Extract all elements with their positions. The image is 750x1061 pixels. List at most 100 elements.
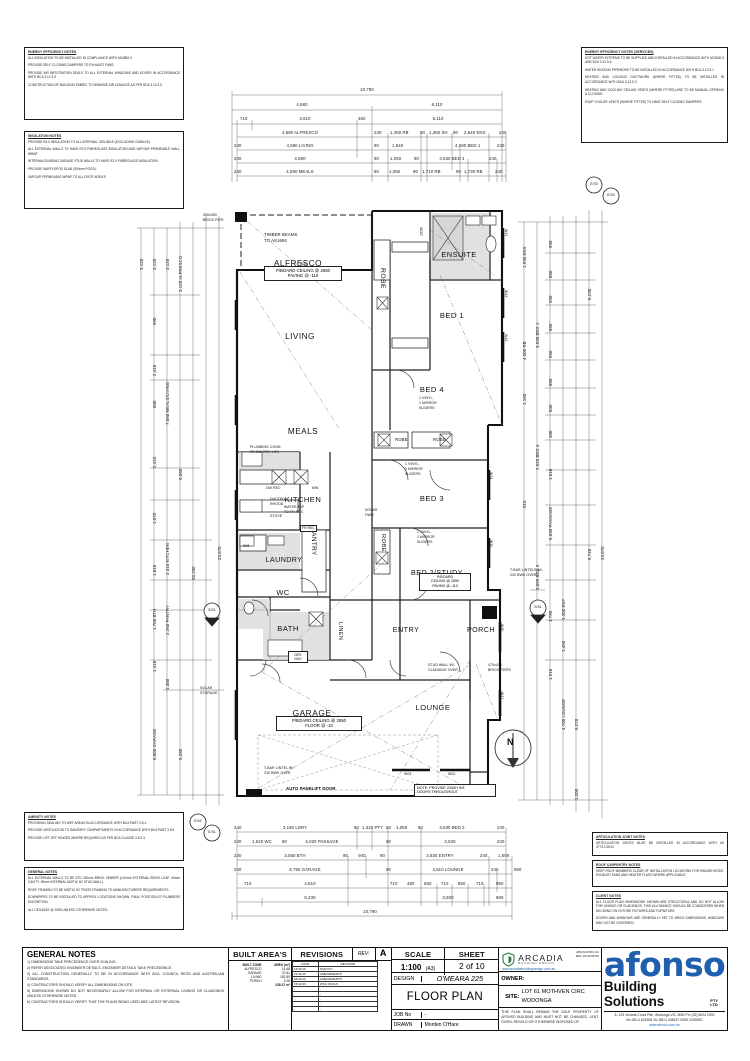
- general-note-item: 3) ALL CONSTRUCTION GENERALLY TO BE IN A…: [27, 971, 225, 981]
- note-articulation: ARTICULATION JOINT NOTES ARTICULATION JO…: [592, 832, 728, 856]
- note-line: KEEP ROOF MEMBERS CLEAR OF INSTALLATION …: [596, 868, 724, 878]
- table-row: 238.37 m²: [229, 983, 291, 987]
- arcadia-reg2: REG: DP-AD39794: [575, 954, 599, 958]
- dim-right-16: 990: [548, 240, 553, 248]
- note-line: ALL CEILINGS @ 2550 UNLESS OTHERWISE NOT…: [28, 907, 109, 912]
- annotation-mw: MW: [312, 486, 319, 490]
- dim-bot-r4g: 850: [458, 881, 466, 886]
- annotation-solar-hwu: SOLAR HWU: [365, 508, 378, 517]
- dim-bot-r0g: 90: [418, 825, 423, 830]
- dim-bot-r4e: 650: [424, 881, 432, 886]
- note-title: GENERAL NOTES: [28, 870, 58, 874]
- dim-bot-r3e: 240: [491, 867, 499, 872]
- dim-left-4: 990: [152, 317, 157, 325]
- zone-cell: PORCH: [250, 979, 262, 983]
- marker-e03[interactable]: E/03: [590, 182, 598, 186]
- room-label-meals: MEALS: [287, 427, 319, 436]
- dim-right-23: 480: [548, 430, 553, 438]
- dim-top-r6d: 1,050: [389, 169, 401, 174]
- dim-bot-r1d: 4,020 PASSAGE: [305, 839, 339, 844]
- arcadia-name: ARCADIA: [518, 952, 564, 963]
- tb-general-notes: GENERAL NOTES 1) DIMENSIONS TAKE PRECEDE…: [23, 948, 230, 1030]
- right-dimension-lines: [518, 210, 608, 818]
- dim-top-r6e: 90: [413, 169, 418, 174]
- dim-left-13: 1,700 BTH: [152, 608, 157, 630]
- drawing-title: FLOOR PLAN: [406, 991, 484, 1003]
- note-amenity: AMENITY NOTES PROVIDING SEALING TO WET A…: [24, 812, 184, 861]
- design-label: DESIGN: [392, 975, 422, 982]
- area-cell: 3.28: [283, 979, 290, 983]
- room-label-living: LIVING: [285, 332, 315, 341]
- dim-bot-r2g: 240: [480, 853, 488, 858]
- note-line: HOT WATER SYSTEMS TO BE SUPPLIED AND INS…: [585, 55, 724, 65]
- note-line: PROVIDE VENTILATION TO SANITARY COMPARTM…: [28, 828, 175, 833]
- note-line: PROVIDE R4.0 INSULATION TO ALL INTERNAL …: [28, 139, 151, 144]
- dim-right-25: 1,790: [548, 610, 553, 622]
- marker-e02[interactable]: E/02: [194, 819, 202, 823]
- alfresco-edge: [240, 214, 372, 270]
- dim-bot-r4a: 710: [244, 881, 252, 886]
- marker-e04[interactable]: E/04: [607, 193, 615, 197]
- marker-s01-left[interactable]: S/01: [208, 608, 216, 612]
- built-areas-heading: BUILT AREA'S: [229, 948, 291, 961]
- annotation-alfresco-ceiling-box: P/BOARD CEILING @ 2550 PAVING @ -110: [264, 266, 342, 281]
- annotation-vinyl-mirror-bed3: 1 VINYL, 1 MIRROR SLIDERS: [405, 462, 423, 477]
- dim-right-21: 850: [548, 378, 553, 386]
- garage-floor-text: FLOOR @ -10: [305, 723, 333, 729]
- job-value: -: [424, 1011, 427, 1018]
- table-row: --: [291, 1006, 378, 1012]
- dim-right-10: 4,700 LOUNGE: [561, 698, 566, 730]
- room-label-robe-bed2: ROBE: [380, 534, 386, 552]
- dim-right-5: 510: [522, 500, 527, 508]
- dim-bot-r2b: 3,560 BTH: [284, 853, 306, 858]
- company-licences: Vic DB-U #24308 Vic DB-U #38197 NSW 2240…: [626, 1017, 703, 1022]
- dim-left-12: 9,060: [178, 468, 183, 480]
- arcadia-web[interactable]: www.arcadiabuildingdesign.com.au: [502, 967, 556, 971]
- dim-left-16: 1,300: [165, 678, 170, 690]
- dim-top-r1a: 4,680: [296, 102, 308, 107]
- dim-right-9: 1,450: [561, 640, 566, 652]
- note-line: WATER HEATING PIPEWORK TO BE INSTALLED I…: [585, 67, 714, 72]
- window-tag-w15: W15: [489, 540, 493, 548]
- dim-right-22: 830: [548, 404, 553, 412]
- note-title: ENERGY EFFICIENCY NOTES: [28, 50, 77, 54]
- job-label: JOB No: [392, 1011, 422, 1018]
- marker-s01-right[interactable]: S/01: [534, 605, 542, 609]
- dim-bot-r3b: 5,750 GARAGE: [289, 867, 321, 872]
- dim-top-overall: 10,790: [360, 87, 374, 92]
- room-label-bed1: BED 1: [439, 311, 465, 320]
- dim-right-6: 3,090 BED 3: [535, 564, 540, 590]
- shield-icon: [502, 952, 515, 967]
- marker-e01[interactable]: E/01: [208, 830, 216, 834]
- dim-bot-r0c: 90: [354, 825, 359, 830]
- dim-top-r6c: 90: [374, 169, 379, 174]
- tb-scale-sheet: SCALE SHEET 1:100 (A3) 2 of 10 DESIGN O'…: [391, 948, 500, 1030]
- robe-label-left: ROBE: [395, 437, 408, 442]
- area-cell: 14.68: [281, 967, 290, 971]
- dim-right-1: 4,500 RB: [522, 341, 527, 360]
- dim-right-19: 850: [548, 323, 553, 331]
- door-swings: [249, 369, 461, 683]
- general-notes-list: 1) DIMENSIONS TAKE PRECEDENCE OVER SCALI…: [23, 960, 228, 1005]
- sheet-number: 2 of 10: [458, 961, 485, 971]
- note-title: ENERGY EFFICIENCY NOTES (SERVICES): [585, 50, 654, 54]
- company-web[interactable]: www.afonso.com.au: [649, 1022, 680, 1027]
- dim-top-r3b: 240: [374, 130, 382, 135]
- dim-top-r5f: 3,530 BED 4: [439, 156, 465, 161]
- dim-right-7: 9,630 PASSAGE: [548, 506, 553, 540]
- dim-left-18: 5,280: [178, 748, 183, 760]
- dim-top-r5d: 1,050: [390, 156, 402, 161]
- dim-top-r1b: 6,110: [431, 102, 443, 107]
- window-tag-w02: W02: [448, 772, 456, 776]
- dim-bot-r1b: 1,620 WC: [252, 839, 272, 844]
- window-tag-w17: W17: [500, 692, 504, 700]
- dim-bot-r0e: 90: [386, 825, 391, 830]
- zone-cell: GARAGE: [247, 971, 262, 975]
- dim-bot-r4i: 960: [496, 881, 504, 886]
- dim-right-15: 23,870: [600, 546, 605, 560]
- dim-top-r4a: 240: [234, 143, 242, 148]
- room-label-kitchen: KITCHEN: [284, 495, 322, 504]
